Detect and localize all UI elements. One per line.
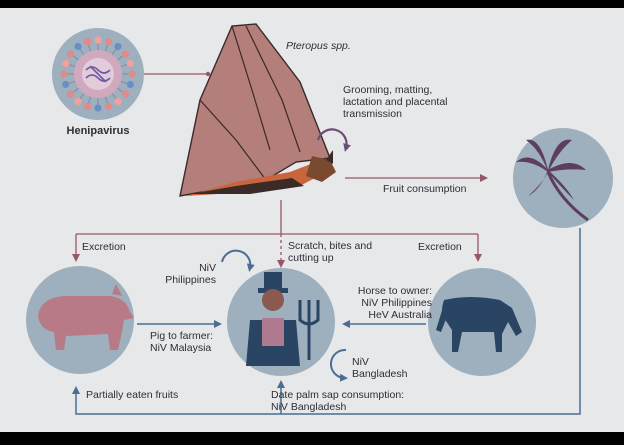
virus-spike bbox=[68, 63, 76, 68]
pig-to-farmer-line: Pig to farmer: bbox=[150, 330, 214, 342]
niv-bangladesh-label: NiV Bangladesh bbox=[352, 356, 407, 380]
niv-bangladesh-line: NiV bbox=[352, 356, 369, 368]
virus-spike bbox=[68, 80, 76, 85]
virus-spike bbox=[120, 80, 128, 85]
date-palm-line: NiV Bangladesh bbox=[271, 401, 347, 413]
palm-tree-icon bbox=[513, 128, 613, 228]
scratch-label-line: cutting up bbox=[288, 252, 334, 264]
virus-spike bbox=[87, 44, 92, 52]
virus-spike-head bbox=[94, 36, 102, 44]
virus-spike bbox=[72, 55, 79, 61]
bat-label: Pteropus spp. bbox=[286, 40, 351, 52]
virus-spike-head bbox=[128, 70, 136, 78]
virus-spike-head bbox=[83, 102, 92, 110]
niv-bangladesh-loop-icon bbox=[329, 348, 348, 382]
niv-bangladesh-line: Bangladesh bbox=[352, 368, 408, 380]
pig-to-farmer-label: Pig to farmer: NiV Malaysia bbox=[150, 330, 213, 354]
virus-spike bbox=[72, 87, 79, 93]
pig-to-farmer-line: NiV Malaysia bbox=[150, 342, 212, 354]
fruit-consumption-label: Fruit consumption bbox=[383, 183, 467, 195]
excretion-left-label: Excretion bbox=[82, 241, 126, 253]
virus-spike-head bbox=[126, 80, 134, 89]
virus-spike-head bbox=[114, 97, 122, 106]
niv-philippines-loop-icon bbox=[221, 249, 255, 272]
virus-spike bbox=[117, 55, 124, 61]
virus-spike-head bbox=[83, 38, 92, 46]
virus-spike-head bbox=[104, 102, 113, 110]
virus-spike-head bbox=[121, 90, 130, 98]
virus-label: Henipavirus bbox=[66, 125, 130, 137]
scratch-label: Scratch, bites and cutting up bbox=[288, 240, 372, 264]
grooming-label-line: transmission bbox=[343, 108, 402, 120]
date-palm-line: Date palm sap consumption: bbox=[271, 389, 405, 401]
partially-eaten-arrow bbox=[72, 228, 581, 415]
grooming-label-line: Grooming, matting, bbox=[343, 84, 433, 96]
virus-spike bbox=[104, 44, 109, 52]
virus-spike-head bbox=[121, 50, 130, 58]
horse-icon bbox=[428, 268, 536, 376]
virus-spike bbox=[87, 96, 92, 104]
virus-spike bbox=[104, 96, 109, 104]
grooming-label-line: lactation and placental bbox=[343, 96, 448, 108]
niv-philippines-line: Philippines bbox=[165, 274, 216, 286]
virus-spike bbox=[111, 93, 117, 100]
horse-to-owner-line: Horse to owner: bbox=[357, 285, 432, 297]
date-palm-label: Date palm sap consumption: NiV Banglades… bbox=[271, 389, 404, 413]
niv-philippines-line: NiV bbox=[199, 262, 216, 274]
farmer-icon bbox=[227, 268, 335, 376]
virus-spike-head bbox=[60, 70, 68, 78]
virus-spike-head bbox=[104, 38, 113, 46]
virus-spike-head bbox=[74, 97, 82, 106]
virus-spike-head bbox=[62, 59, 70, 68]
virus-spike bbox=[79, 48, 85, 55]
horse-to-owner-line: HeV Australia bbox=[368, 309, 432, 321]
virus-spike bbox=[120, 63, 128, 68]
virus-spike bbox=[117, 87, 124, 93]
scratch-label-line: Scratch, bites and bbox=[288, 240, 373, 252]
bat-icon bbox=[179, 23, 336, 197]
virus-spike-head bbox=[114, 42, 122, 51]
virus-spike bbox=[111, 48, 117, 55]
horse-to-owner-line: NiV Philippines bbox=[361, 297, 432, 309]
virus-spike-head bbox=[94, 104, 102, 112]
virus-spike bbox=[79, 93, 85, 100]
pig-icon bbox=[26, 266, 134, 374]
grooming-label: Grooming, matting, lactation and placent… bbox=[343, 84, 448, 120]
virus-link-dot bbox=[205, 71, 211, 77]
virus-spike-head bbox=[66, 90, 75, 98]
virus-spike-head bbox=[66, 50, 75, 58]
partially-eaten-label: Partially eaten fruits bbox=[86, 389, 179, 401]
henipavirus-icon bbox=[52, 28, 144, 120]
niv-philippines-label: NiV Philippines bbox=[160, 262, 216, 286]
excretion-right-label: Excretion bbox=[418, 241, 462, 253]
virus-spike-head bbox=[62, 80, 70, 89]
virus-spike-head bbox=[126, 59, 134, 68]
grooming-arrow bbox=[316, 128, 351, 152]
horse-to-owner-label: Horse to owner: NiV Philippines HeV Aust… bbox=[340, 285, 432, 321]
virus-spike-head bbox=[74, 42, 82, 51]
